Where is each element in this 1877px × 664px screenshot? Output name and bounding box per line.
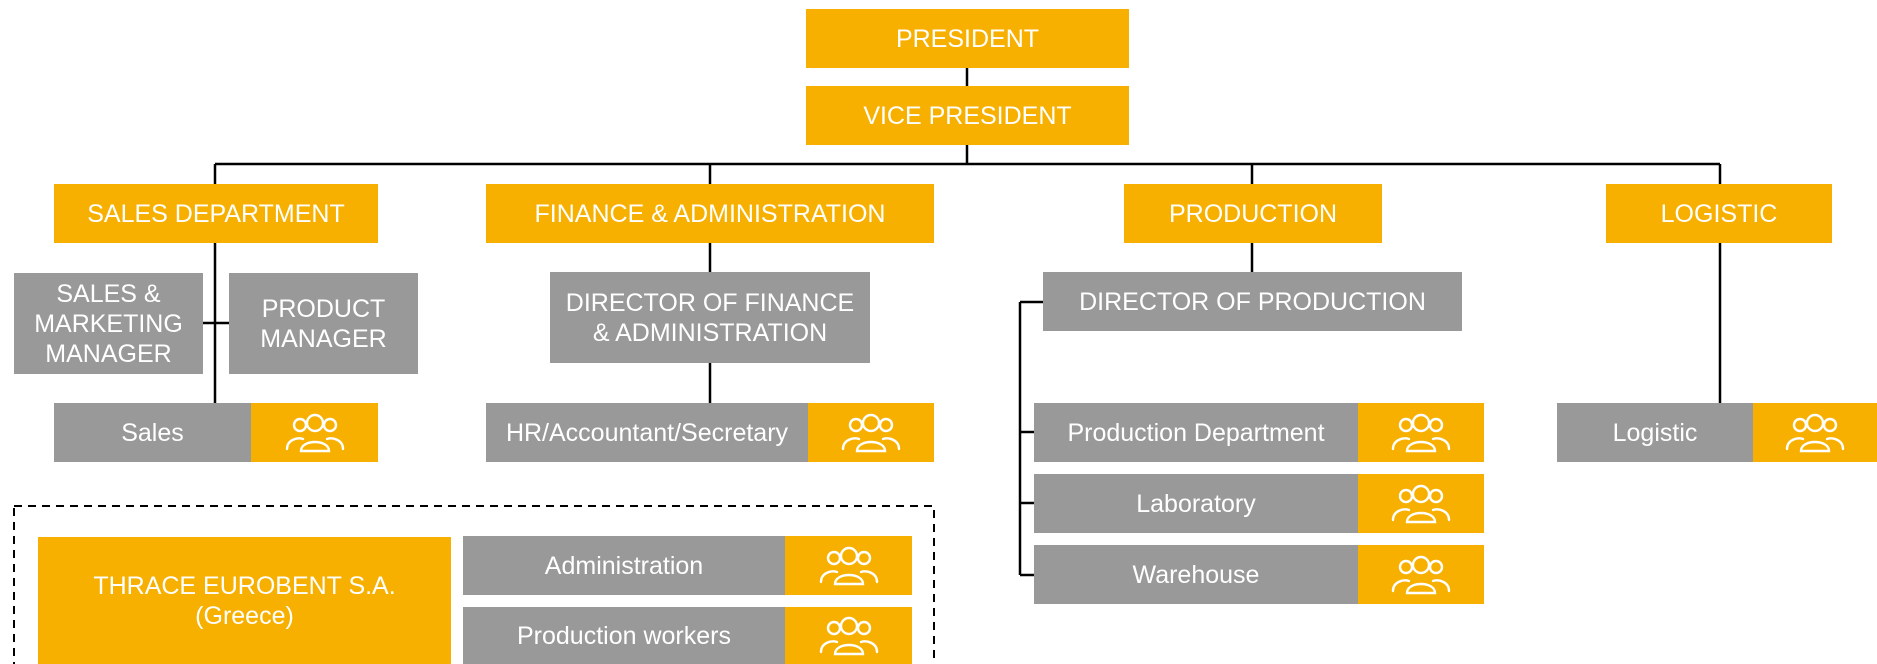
finance-administration-box: FINANCE & ADMINISTRATION	[486, 184, 934, 243]
director-of-finance-box: DIRECTOR OF FINANCE & ADMINISTRATION	[550, 272, 870, 363]
team-logistic-label: Logistic	[1557, 403, 1753, 462]
subsidiary-country: (Greece)	[195, 601, 294, 630]
team-production-department-label: Production Department	[1034, 403, 1358, 462]
people-group-icon	[1753, 403, 1877, 462]
team-laboratory-label: Laboratory	[1034, 474, 1358, 533]
production-box: PRODUCTION	[1124, 184, 1382, 243]
subsidiary-team-administration-label: Administration	[463, 536, 785, 595]
team-warehouse-label: Warehouse	[1034, 545, 1358, 604]
logistic-box: LOGISTIC	[1606, 184, 1832, 243]
team-hr-label: HR/Accountant/Secretary	[486, 403, 808, 462]
subsidiary-box: THRACE EUROBENT S.A. (Greece)	[38, 537, 451, 664]
director-of-production-box: DIRECTOR OF PRODUCTION	[1043, 272, 1462, 331]
subsidiary-team-production-workers-label: Production workers	[463, 607, 785, 664]
people-group-icon	[785, 607, 912, 664]
sales-department-box: SALES DEPARTMENT	[54, 184, 378, 243]
sales-marketing-manager-box: SALES & MARKETING MANAGER	[14, 273, 203, 374]
people-group-icon	[808, 403, 934, 462]
people-group-icon	[785, 536, 912, 595]
vice-president-box: VICE PRESIDENT	[806, 86, 1129, 145]
president-box: PRESIDENT	[806, 9, 1129, 68]
subsidiary-name: THRACE EUROBENT S.A.	[93, 571, 396, 600]
people-group-icon	[251, 403, 378, 462]
people-group-icon	[1358, 474, 1484, 533]
product-manager-box: PRODUCT MANAGER	[229, 273, 418, 374]
team-sales-label: Sales	[54, 403, 251, 462]
people-group-icon	[1358, 545, 1484, 604]
people-group-icon	[1358, 403, 1484, 462]
